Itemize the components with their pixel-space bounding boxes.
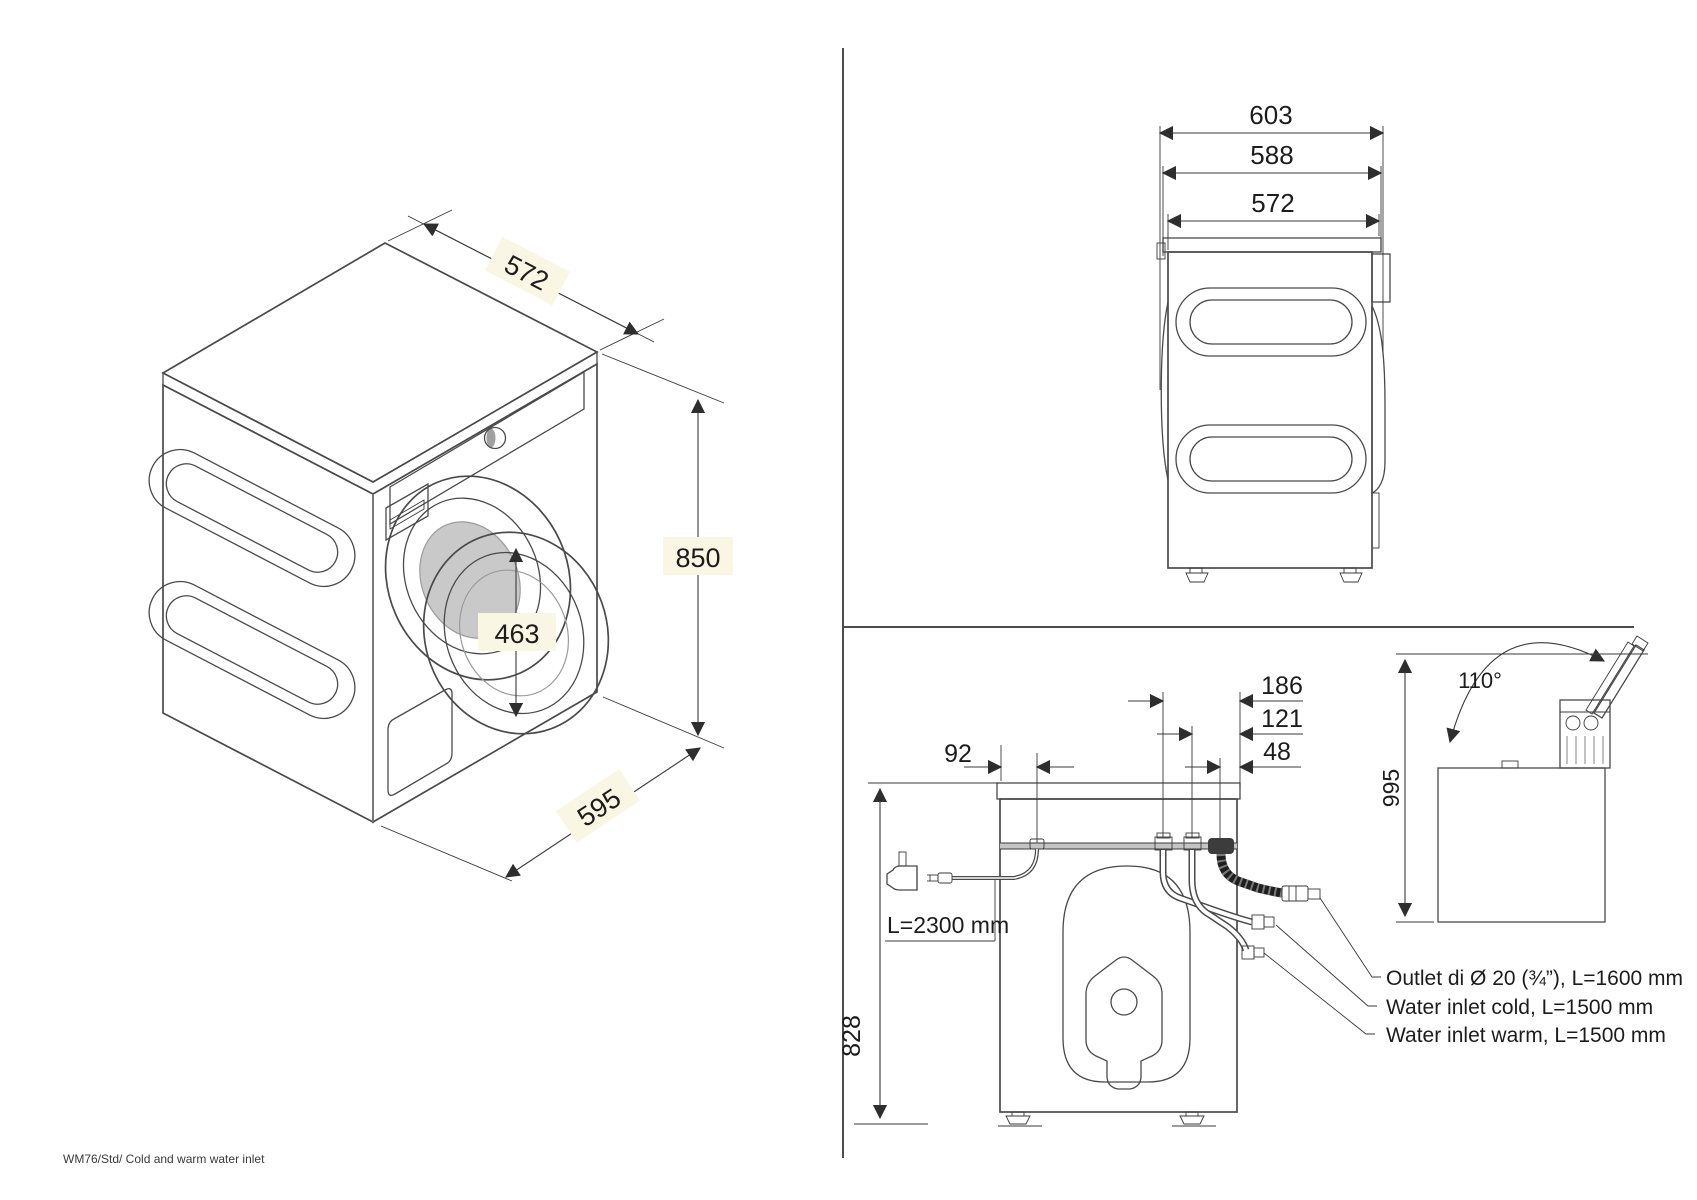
rear-drum-shaft-circle xyxy=(1110,988,1138,1016)
cold-hose-connector xyxy=(1251,914,1265,930)
dim-label-bg xyxy=(555,769,641,843)
side-rear-step xyxy=(1371,492,1380,549)
drain-hose-tip xyxy=(1307,888,1321,900)
side-dim-mid: 588 xyxy=(1161,140,1383,256)
outlet-callout: Outlet di Ø 20 (¾”), L=1600 mm xyxy=(1386,967,1683,990)
iso-dim-height: 850 xyxy=(601,353,733,749)
lid-view-body xyxy=(1437,767,1606,923)
warm-water-hose xyxy=(1188,850,1265,960)
side-mid-depth-label: 588 xyxy=(1250,140,1293,170)
side-front-latch xyxy=(1156,242,1166,260)
warm-fitting-cap xyxy=(1185,832,1200,839)
dim-label-bg xyxy=(484,236,570,306)
side-total-depth-label: 603 xyxy=(1249,100,1292,130)
rear-view: L=2300 mm 92 828 186 xyxy=(838,672,1683,1127)
iso-dim-depth: 572 xyxy=(387,209,665,351)
open-lid xyxy=(1585,635,1649,719)
iso-service-hatch xyxy=(387,688,453,796)
lid-open-view: 110° 995 xyxy=(1378,635,1649,923)
rear-dim-warm: 121 xyxy=(1157,705,1303,838)
side-oval-upper xyxy=(1175,287,1367,357)
cold-inlet-callout: Water inlet cold, L=1500 mm xyxy=(1386,996,1653,1019)
opening-angle-arc xyxy=(1446,642,1606,744)
cord-offset-label: 92 xyxy=(944,740,972,768)
side-feet xyxy=(1185,567,1363,583)
cold-hose-nut xyxy=(1263,916,1275,928)
side-oval-lower xyxy=(1175,424,1367,494)
lid-dim-height: 995 xyxy=(1378,653,1648,923)
side-body-depth-label: 572 xyxy=(1251,188,1294,218)
lid-view-tab xyxy=(1501,760,1519,769)
rear-callouts: Outlet di Ø 20 (¾”), L=1600 mm Water inl… xyxy=(1263,897,1683,1047)
rear-dim-height: 828 xyxy=(838,782,999,1125)
iso-display-slot xyxy=(389,499,425,530)
side-rear-bulge xyxy=(1371,305,1386,494)
door-glass xyxy=(443,551,585,715)
side-oval-lower-inner xyxy=(1189,436,1353,482)
rear-dim-outlet: 48 xyxy=(1185,738,1301,840)
warm-hose-nut xyxy=(1253,947,1265,958)
rear-recess-outline xyxy=(1062,865,1191,1083)
iso-display-window xyxy=(385,482,429,542)
rear-top-cap xyxy=(996,782,1241,800)
panel-dividers xyxy=(842,48,1634,1158)
dim-label-bg xyxy=(478,613,556,651)
side-top-slab xyxy=(1162,237,1382,253)
plug-earth-pin xyxy=(898,851,907,867)
outlet-offset-label: 48 xyxy=(1263,738,1291,766)
door-glass-inner-ring xyxy=(458,569,570,697)
drawing-footer: WM76/Std/ Cold and warm water inlet xyxy=(63,1152,265,1166)
rear-seam-strip xyxy=(1000,843,1237,849)
rear-cord-length: L=2300 mm xyxy=(885,880,1009,942)
detergent-drawer xyxy=(1559,699,1611,769)
iso-top-lip xyxy=(162,350,598,495)
iso-dim-width: 595 xyxy=(380,747,701,882)
cold-water-hose xyxy=(1159,850,1275,930)
isometric-view: 572 850 463 595 xyxy=(148,209,733,882)
cord-ferrule xyxy=(937,872,953,884)
knob-shadow xyxy=(486,428,496,448)
iso-left-oval-lower xyxy=(148,580,356,720)
power-cord xyxy=(886,848,1039,891)
cord-length-label: L=2300 mm xyxy=(887,912,1009,938)
side-dim-total: 603 xyxy=(1158,100,1385,390)
drawer-compartment-icon xyxy=(1583,715,1599,731)
side-door-bulge xyxy=(1160,301,1169,481)
side-oval-upper-inner xyxy=(1189,299,1353,345)
dim-label-bg xyxy=(663,537,733,575)
plug-icon xyxy=(886,865,918,891)
iso-door-label: 463 xyxy=(494,619,539,649)
side-body xyxy=(1167,251,1373,569)
rear-body xyxy=(999,798,1238,1113)
rear-pump-housing-outline xyxy=(1085,956,1163,1090)
drain-hose-fitting xyxy=(1281,885,1309,902)
rear-dim-cord-offset: 92 xyxy=(944,740,1074,843)
open-door xyxy=(422,531,610,735)
iso-height-label: 850 xyxy=(675,543,720,573)
cold-fitting-cap xyxy=(1156,832,1171,839)
warm-offset-label: 121 xyxy=(1261,705,1303,733)
side-view: 603 588 572 xyxy=(1156,100,1391,583)
drawer-compartment-icon xyxy=(1565,715,1581,731)
opening-angle-label: 110° xyxy=(1458,668,1502,693)
iso-dim-door: 463 xyxy=(478,547,556,718)
iso-control-panel xyxy=(389,370,585,526)
drain-hose xyxy=(1216,853,1321,902)
program-knob-icon xyxy=(483,426,507,450)
iso-left-oval-upper xyxy=(148,448,356,588)
side-rear-cap xyxy=(1371,253,1391,303)
iso-left-panel xyxy=(162,383,374,824)
open-height-label: 995 xyxy=(1378,769,1404,807)
rear-height-label: 828 xyxy=(838,1015,866,1057)
rear-feet xyxy=(998,1111,1216,1127)
side-dim-body: 572 xyxy=(1166,188,1381,250)
warm-inlet-callout: Water inlet warm, L=1500 mm xyxy=(1386,1024,1666,1047)
drain-grommet xyxy=(1208,838,1234,854)
cold-offset-label: 186 xyxy=(1261,672,1303,700)
